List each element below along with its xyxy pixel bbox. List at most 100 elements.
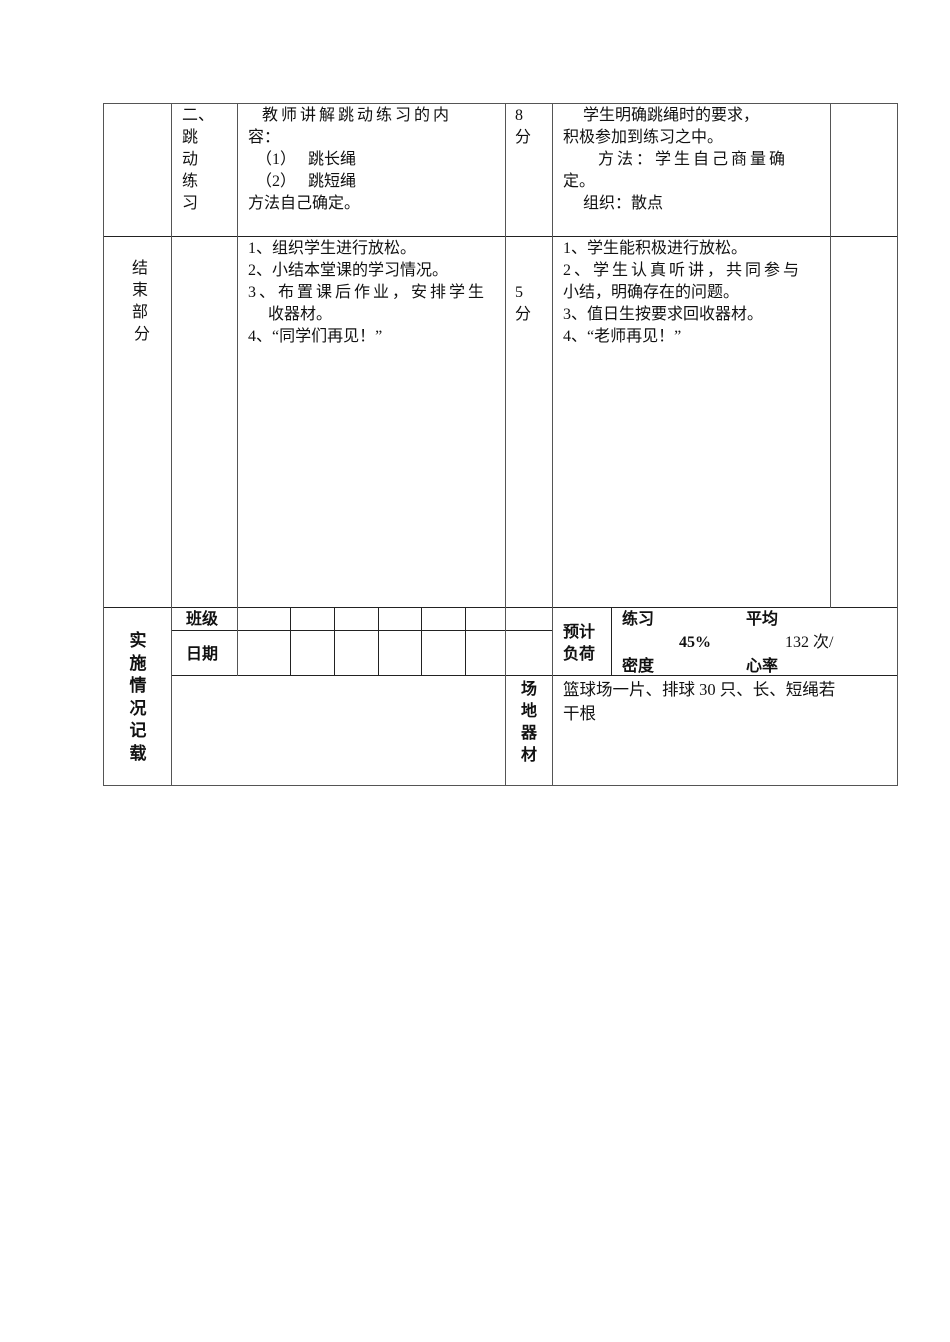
heart-rate-value: 132 次/ bbox=[785, 634, 834, 651]
teacher-line: 4、“同学们再见！” bbox=[248, 328, 383, 345]
venue-equipment-label: 场 地 器 材 bbox=[509, 678, 549, 774]
class-cell-6[interactable] bbox=[466, 608, 505, 630]
jump-time-cell: 8 分 bbox=[515, 105, 550, 235]
date-cell-4[interactable] bbox=[379, 631, 421, 675]
date-cell-1[interactable] bbox=[238, 631, 290, 675]
class-cell-2[interactable] bbox=[291, 608, 334, 630]
end-time-cell: 5 分 bbox=[515, 282, 550, 342]
jump-student-cell: 学生明确跳绳时的要求， 积极参加到练习之中。 方法：学生自己商量确 定。 组织：… bbox=[563, 105, 828, 235]
teacher-line: （2） 跳短绳 bbox=[248, 173, 357, 190]
load-label-line: 负荷 bbox=[563, 644, 596, 663]
student-line: 1、学生能积极进行放松。 bbox=[563, 240, 748, 257]
grid-col-4 bbox=[421, 607, 422, 676]
date-cell-3[interactable] bbox=[335, 631, 378, 675]
class-cell-1[interactable] bbox=[238, 608, 290, 630]
section-char: 载 bbox=[129, 743, 147, 764]
date-cell-5[interactable] bbox=[422, 631, 465, 675]
time-unit: 分 bbox=[515, 306, 532, 323]
col-line-time bbox=[505, 103, 506, 786]
section-char: 束 bbox=[131, 282, 148, 299]
section-char: 分 bbox=[129, 326, 150, 343]
class-cell-4[interactable] bbox=[379, 608, 421, 630]
time-value: 5 bbox=[515, 284, 523, 301]
teacher-line: 3、布置课后作业，安排学生 bbox=[248, 284, 488, 301]
heart-rate-label-top: 平均 bbox=[746, 609, 779, 628]
student-line: 4、“老师再见！” bbox=[563, 328, 682, 345]
item-line: 跳 bbox=[182, 129, 199, 146]
table-top-border bbox=[103, 103, 897, 104]
date-label: 日期 bbox=[186, 644, 219, 663]
class-date-divider bbox=[171, 630, 553, 631]
load-label-divider bbox=[611, 607, 612, 676]
end-student-cell: 1、学生能积极进行放松。 2、学生认真听讲，共同参与 小结，明确存在的问题。 3… bbox=[563, 238, 828, 598]
row-divider-1 bbox=[103, 236, 897, 237]
section-char: 部 bbox=[131, 304, 148, 321]
teacher-line: 2、小结本堂课的学习情况。 bbox=[248, 262, 449, 279]
end-teacher-cell: 1、组织学生进行放松。 2、小结本堂课的学习情况。 3、布置课后作业，安排学生 … bbox=[248, 238, 503, 598]
row-divider-2 bbox=[103, 607, 897, 608]
col-line-item bbox=[237, 103, 238, 676]
venue-char: 材 bbox=[520, 745, 537, 764]
grid-col-5 bbox=[465, 607, 466, 676]
density-label-top: 练习 bbox=[622, 609, 655, 628]
student-line: 组织：散点 bbox=[563, 195, 664, 212]
implementation-section-label: 实 施 情 况 记 载 bbox=[120, 630, 156, 770]
teacher-line: 教师讲解跳动练习的内 bbox=[248, 107, 453, 124]
student-line: 2、学生认真听讲，共同参与 bbox=[563, 262, 803, 279]
venue-char: 器 bbox=[520, 723, 537, 742]
date-cell-6[interactable] bbox=[466, 631, 505, 675]
jump-teacher-cell: 教师讲解跳动练习的内 容： （1） 跳长绳 （2） 跳短绳 方法自己确定。 bbox=[248, 105, 503, 235]
class-cell-5[interactable] bbox=[422, 608, 465, 630]
col-line-section bbox=[171, 103, 172, 786]
class-cell-7[interactable] bbox=[506, 608, 552, 630]
table-left-border bbox=[103, 103, 104, 786]
student-line: 学生明确跳绳时的要求， bbox=[563, 107, 760, 124]
student-line: 积极参加到练习之中。 bbox=[563, 129, 724, 146]
venue-equipment-text: 篮球场一片、排球 30 只、长、短绳若 干根 bbox=[563, 678, 893, 778]
class-cell-3[interactable] bbox=[335, 608, 378, 630]
end-section-label: 结 束 部 分 bbox=[120, 258, 160, 358]
class-label: 班级 bbox=[186, 609, 219, 628]
venue-char: 场 bbox=[520, 679, 537, 698]
jump-item-cell: 二、 跳 动 练 习 bbox=[182, 105, 232, 235]
item-line: 二、 bbox=[182, 107, 215, 124]
load-label-line: 预计 bbox=[563, 622, 596, 641]
section-char: 记 bbox=[129, 721, 147, 741]
section-char: 施 bbox=[129, 653, 147, 674]
section-char: 实 bbox=[129, 631, 147, 651]
section-char: 结 bbox=[131, 260, 148, 277]
venue-line: 干根 bbox=[563, 704, 596, 723]
item-line: 练 bbox=[182, 173, 199, 190]
venue-char: 地 bbox=[520, 701, 537, 720]
implementation-notes[interactable] bbox=[172, 676, 505, 785]
expected-load-label: 预计 负荷 bbox=[563, 621, 609, 667]
venue-line: 篮球场一片、排球 30 只、长、短绳若 bbox=[563, 680, 836, 699]
teacher-line: （1） 跳长绳 bbox=[248, 151, 357, 168]
student-line: 小结，明确存在的问题。 bbox=[563, 284, 740, 301]
teacher-line: 方法自己确定。 bbox=[248, 195, 361, 212]
grid-col-2 bbox=[334, 607, 335, 676]
implementation-divider bbox=[171, 675, 897, 676]
date-cell-2[interactable] bbox=[291, 631, 334, 675]
student-line: 3、值日生按要求回收器材。 bbox=[563, 306, 764, 323]
student-line: 定。 bbox=[563, 173, 596, 190]
item-line: 动 bbox=[182, 151, 199, 168]
density-label-bottom: 密度 bbox=[622, 656, 655, 675]
section-char: 情 bbox=[129, 676, 147, 696]
grid-col-1 bbox=[290, 607, 291, 676]
grid-col-3 bbox=[378, 607, 379, 676]
teacher-line: 容： bbox=[248, 129, 281, 146]
heart-rate-label-bottom: 心率 bbox=[746, 656, 779, 675]
table-right-border bbox=[897, 103, 898, 786]
density-value: 45% bbox=[679, 634, 711, 651]
table-bottom-border bbox=[103, 785, 897, 786]
col-line-student bbox=[552, 103, 553, 786]
item-line: 习 bbox=[182, 195, 199, 212]
date-cell-7[interactable] bbox=[506, 631, 552, 675]
section-char: 况 bbox=[129, 698, 147, 719]
time-value: 8 bbox=[515, 107, 523, 124]
col-line-remark bbox=[830, 103, 831, 608]
time-unit: 分 bbox=[515, 129, 532, 146]
student-line: 方法：学生自己商量确 bbox=[563, 151, 789, 168]
